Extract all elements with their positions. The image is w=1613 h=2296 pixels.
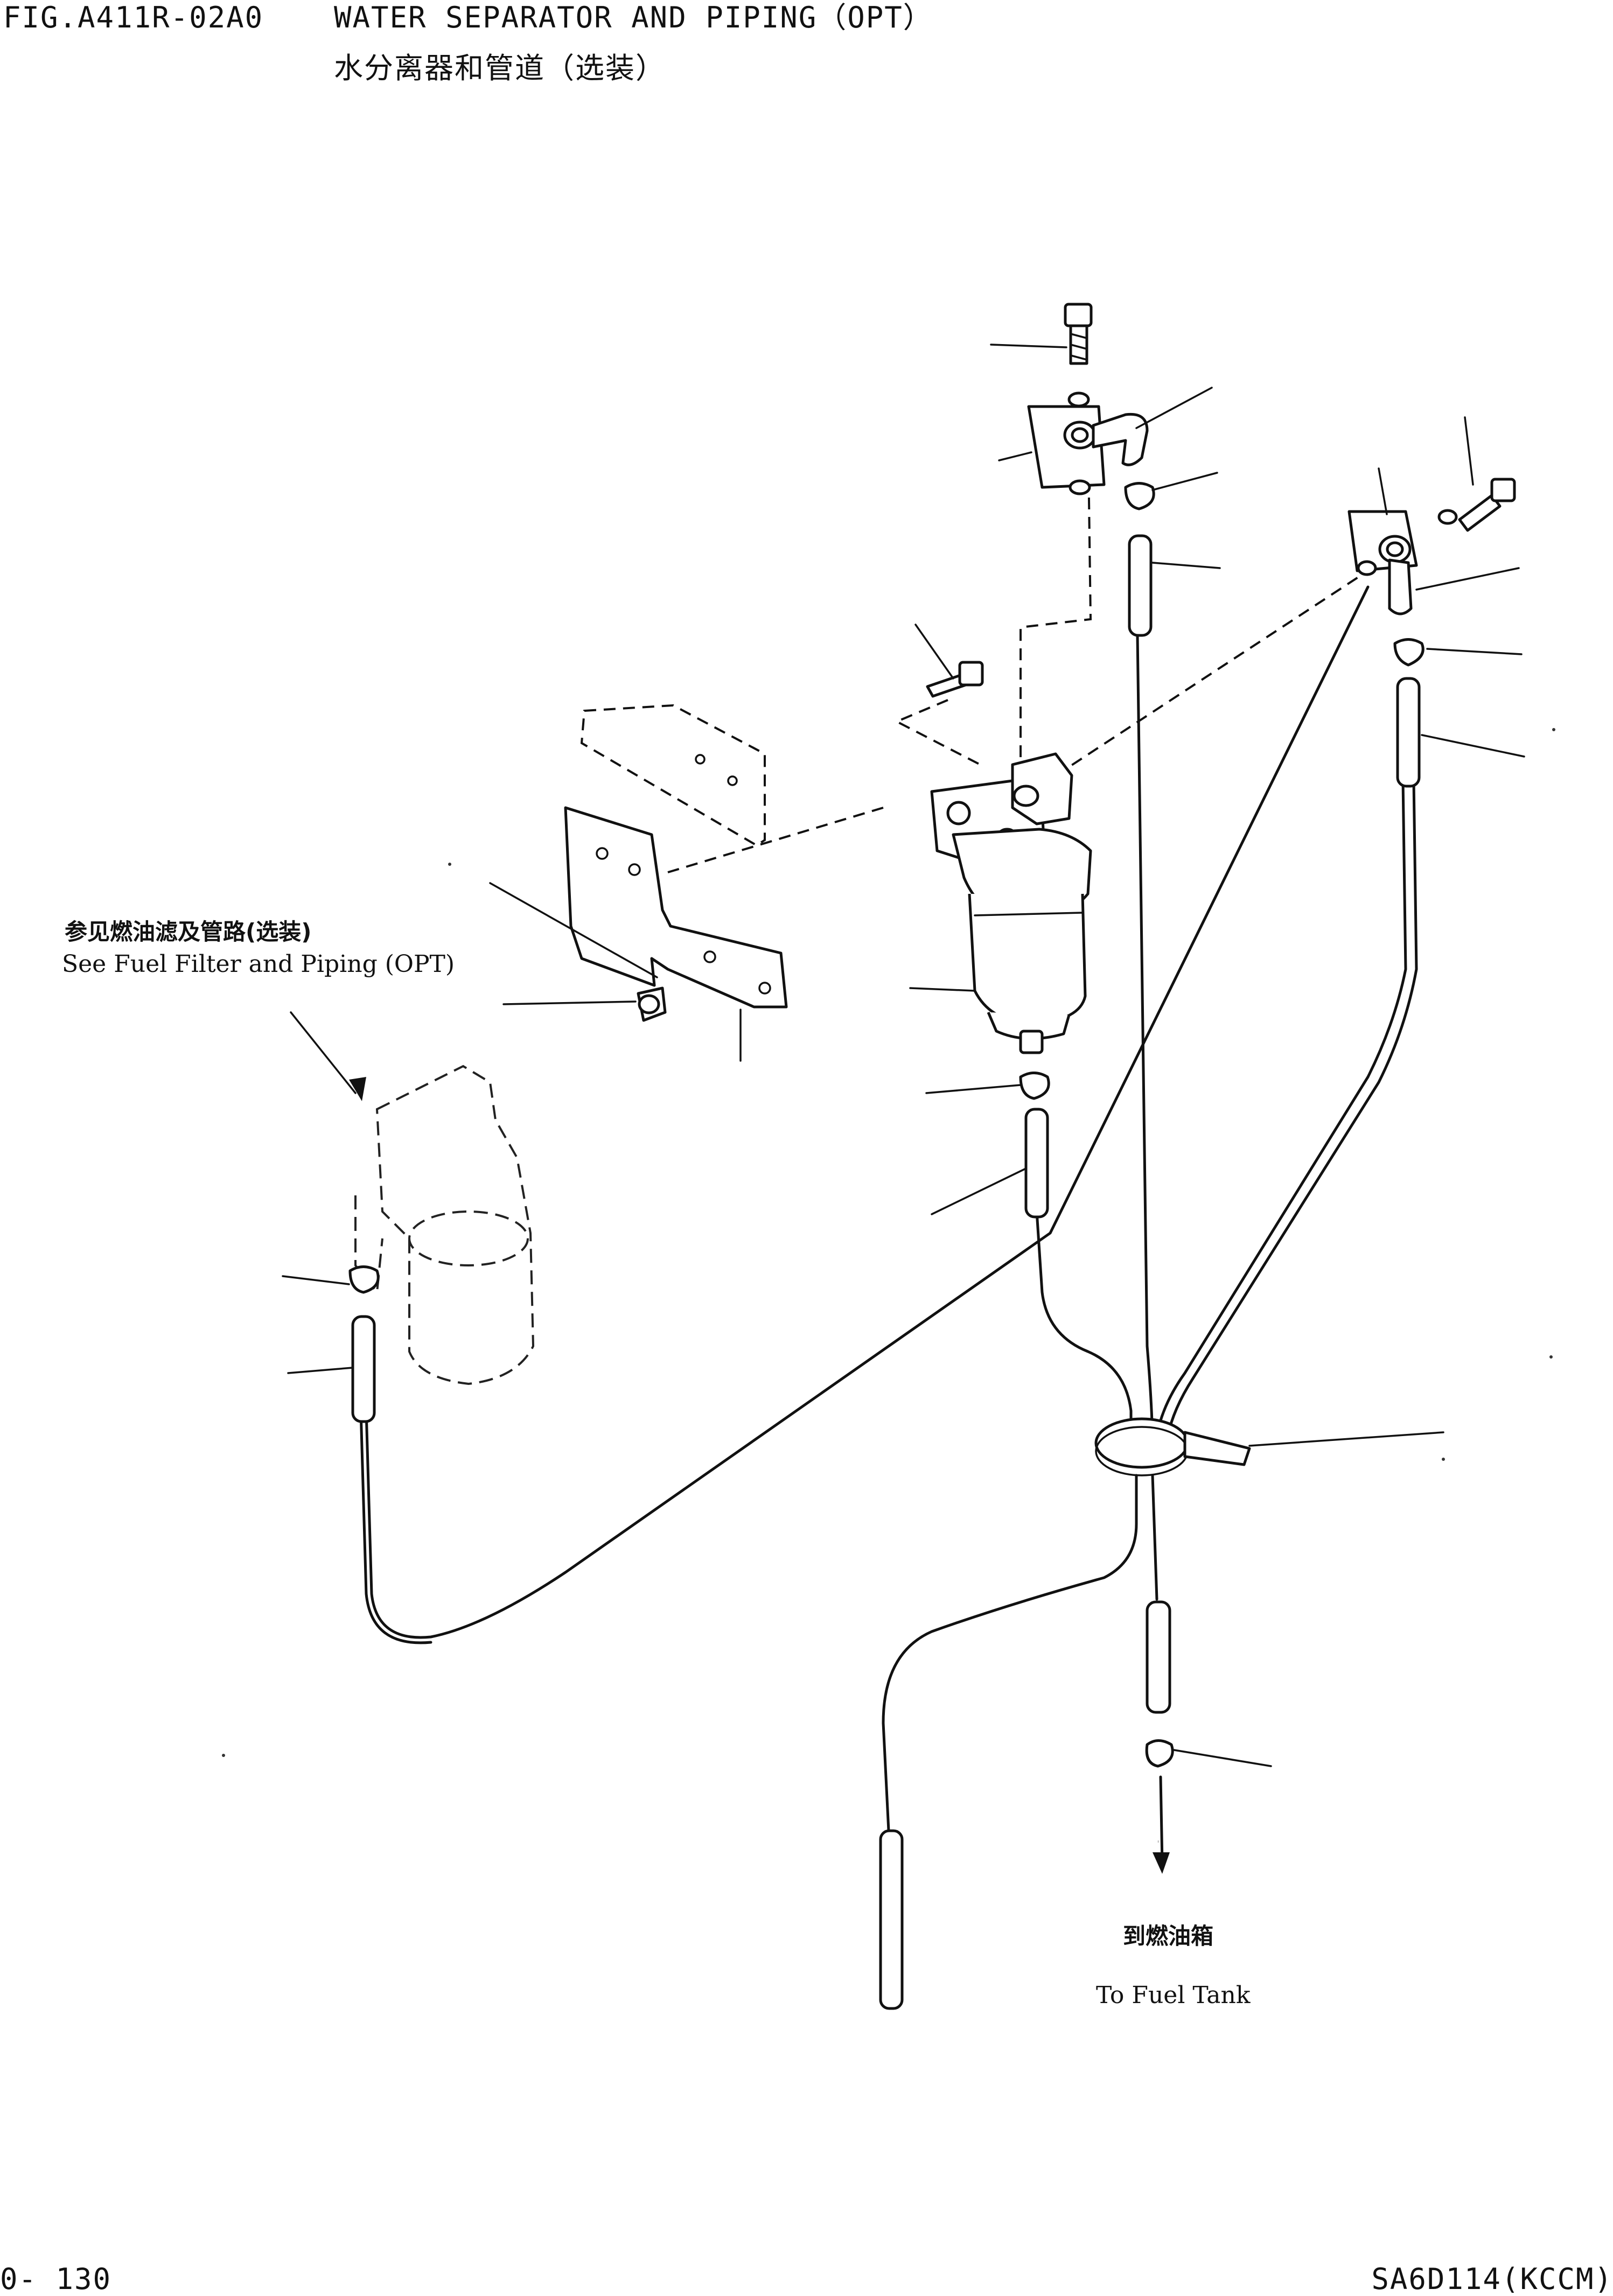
drain-hose <box>1019 1072 1050 1219</box>
mounting-bracket <box>564 704 788 1009</box>
callout-leaders <box>282 344 1525 1767</box>
page-number: 0- 130 <box>0 2262 112 2296</box>
figure-title-chinese: 水分离器和管道（选装） <box>334 51 666 85</box>
fuel-filter-reference-en: See Fuel Filter and Piping (OPT) <box>62 950 455 978</box>
right-banjo-assembly <box>1347 478 1516 788</box>
figure-title-english: WATER SEPARATOR AND PIPING（OPT） <box>334 1 933 34</box>
water-separator <box>930 752 1092 1054</box>
scan-specks <box>222 728 1555 1757</box>
fuel-filter-reference-zh: 参见燃油滤及管路(选装) <box>65 919 311 945</box>
reference-fuel-filter <box>348 1065 535 1423</box>
hose-clamp <box>1094 1417 1251 1476</box>
mounting-bolts <box>637 661 984 1022</box>
engine-model-code: SA6D114(KCCM) <box>1371 2262 1613 2296</box>
assembly-guide-lines <box>667 419 1369 873</box>
fuel-tank-label-en: To Fuel Tank <box>1096 1982 1251 2009</box>
upper-banjo-assembly <box>1027 303 1155 637</box>
tank-hose <box>879 1600 1174 2010</box>
fuel-tank-label-zh: 到燃油箱 <box>1123 1923 1213 1949</box>
figure-code: FIG.A411R-02A0 <box>3 1 264 34</box>
